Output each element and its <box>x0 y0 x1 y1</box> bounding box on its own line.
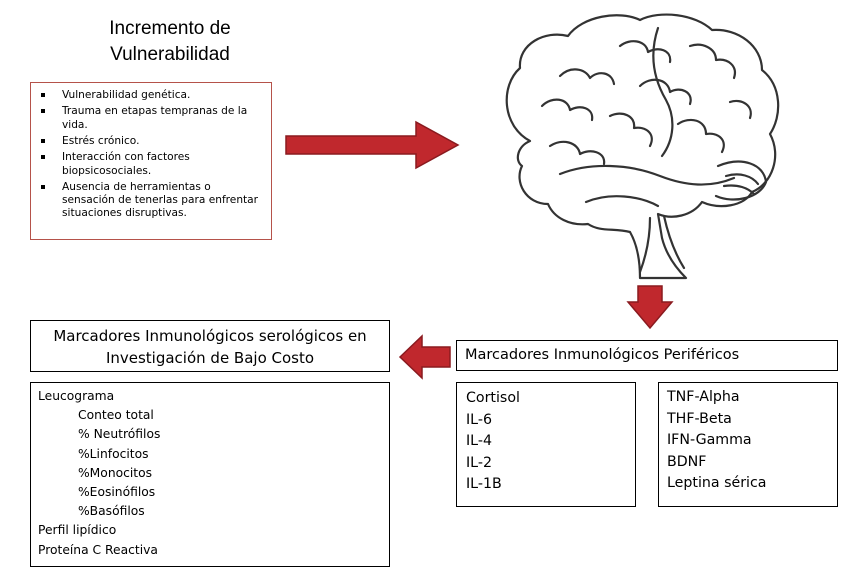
list-item: %Linfocitos <box>78 446 149 461</box>
list-item: Leptina sérica <box>667 475 767 491</box>
list-item: %Eosinófilos <box>78 485 156 500</box>
list-item: BDNF <box>667 453 707 470</box>
diagram-title: Incremento de Vulnerabilidad <box>40 16 300 68</box>
peripheral-markers-title: Marcadores Inmunológicos Periféricos <box>465 347 740 363</box>
list-item: IL-4 <box>466 433 492 449</box>
arrow-right-icon <box>285 120 460 170</box>
list-item: IL-2 <box>466 454 492 471</box>
vulnerability-factors-box: Vulnerabilidad genética. Trauma en etapa… <box>30 82 272 240</box>
list-item: IFN-Gamma <box>667 432 752 448</box>
list-item: Interacción con factores biopsicosociale… <box>37 151 265 177</box>
list-item: Cortisol <box>466 390 520 406</box>
list-item: IL-6 <box>466 411 492 428</box>
arrow-down-icon <box>626 285 674 330</box>
list-item: Proteína C Reactiva <box>38 542 158 557</box>
list-item: %Monocitos <box>78 465 153 480</box>
arrow-left-icon <box>398 334 451 380</box>
list-item: Vulnerabilidad genética. <box>37 89 265 102</box>
peripheral-markers-title-box: Marcadores Inmunológicos Periféricos <box>456 340 838 371</box>
list-item: Trauma en etapas tempranas de la vida. <box>37 105 265 131</box>
list-item: THF-Beta <box>667 410 732 427</box>
list-item: Perfil lipídico <box>38 523 117 538</box>
low-cost-markers-title-box: Marcadores Inmunológicos serológicos en … <box>30 320 390 372</box>
title-line-1: Incremento de <box>109 18 231 39</box>
list-item: IL-1B <box>466 476 502 492</box>
brain-icon <box>505 13 780 280</box>
list-item: % Neutrófilos <box>78 427 161 442</box>
vulnerability-factors-list: Vulnerabilidad genética. Trauma en etapa… <box>37 89 265 221</box>
list-item: Conteo total <box>78 408 154 423</box>
list-item: Leucograma <box>38 389 115 403</box>
list-item: TNF-Alpha <box>667 389 740 405</box>
low-cost-title-line-2: Investigación de Bajo Costo <box>105 349 315 367</box>
low-cost-markers-list: Leucograma Conteo total % Neutrófilos %L… <box>30 382 390 567</box>
peripheral-markers-right-list: TNF-Alpha THF-Beta IFN-Gamma BDNF Leptin… <box>658 382 838 507</box>
title-line-2: Vulnerabilidad <box>110 44 230 65</box>
low-cost-title-line-1: Marcadores Inmunológicos serológicos en <box>53 327 367 345</box>
peripheral-markers-left-list: Cortisol IL-6 IL-4 IL-2 IL-1B <box>456 382 636 507</box>
list-item: Ausencia de herramientas o sensación de … <box>37 181 265 221</box>
list-item: Estrés crónico. <box>37 135 265 148</box>
list-item: %Basófilos <box>78 504 145 519</box>
